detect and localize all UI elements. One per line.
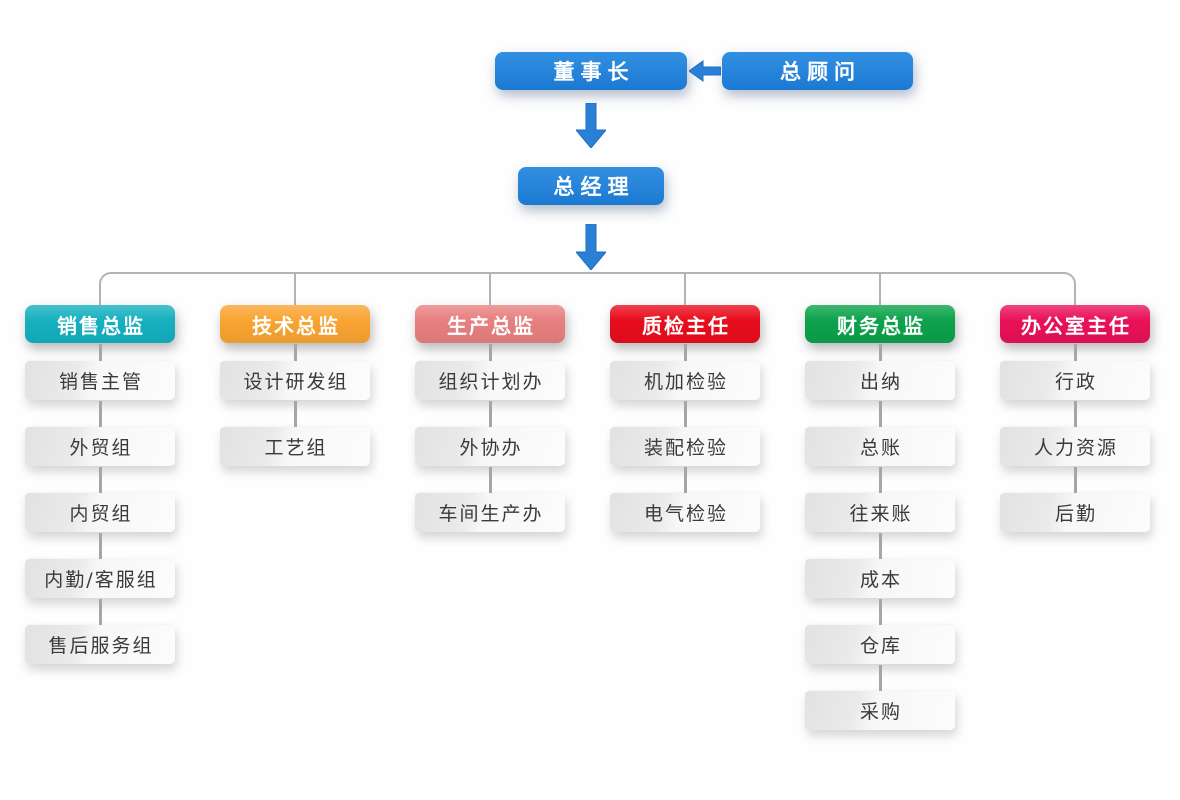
dept-child: 往来账 xyxy=(805,467,955,532)
dept-child: 电气检验 xyxy=(610,467,760,532)
dept-column: 财务总监 出纳总账往来账成本仓库采购 xyxy=(805,305,955,730)
dept-column: 生产总监 组织计划办外协办车间生产办 xyxy=(415,305,565,532)
dept-column: 办公室主任 行政人力资源后勤 xyxy=(1000,305,1150,532)
dept-child: 后勤 xyxy=(1000,467,1150,532)
dept-child: 工艺组 xyxy=(220,401,370,466)
dept-child: 装配检验 xyxy=(610,401,760,466)
dept-child: 总账 xyxy=(805,401,955,466)
dept-child: 内贸组 xyxy=(25,467,175,532)
dept-header: 生产总监 xyxy=(415,305,565,343)
dept-child: 出纳 xyxy=(805,344,955,400)
dept-header: 办公室主任 xyxy=(1000,305,1150,343)
dept-column: 质检主任 机加检验装配检验电气检验 xyxy=(610,305,760,532)
connector-bus xyxy=(99,272,1076,305)
connector-drop xyxy=(489,273,491,305)
dept-child: 售后服务组 xyxy=(25,599,175,664)
connector-drop xyxy=(879,273,881,305)
dept-column: 技术总监 设计研发组工艺组 xyxy=(220,305,370,466)
arrow-left-icon xyxy=(689,59,721,83)
dept-child: 人力资源 xyxy=(1000,401,1150,466)
dept-column: 销售总监 销售主管外贸组内贸组内勤/客服组售后服务组 xyxy=(25,305,175,664)
dept-child: 采购 xyxy=(805,665,955,730)
dept-child: 外协办 xyxy=(415,401,565,466)
general-manager-node: 总经理 xyxy=(518,167,664,205)
dept-child: 设计研发组 xyxy=(220,344,370,400)
advisor-node: 总顾问 xyxy=(722,52,913,90)
dept-child: 成本 xyxy=(805,533,955,598)
dept-child: 机加检验 xyxy=(610,344,760,400)
dept-child: 车间生产办 xyxy=(415,467,565,532)
dept-child: 行政 xyxy=(1000,344,1150,400)
dept-child: 销售主管 xyxy=(25,344,175,400)
dept-child: 外贸组 xyxy=(25,401,175,466)
dept-header: 财务总监 xyxy=(805,305,955,343)
arrow-down-icon xyxy=(576,103,606,148)
dept-header: 技术总监 xyxy=(220,305,370,343)
dept-child: 仓库 xyxy=(805,599,955,664)
chairman-node: 董事长 xyxy=(495,52,687,90)
dept-header: 销售总监 xyxy=(25,305,175,343)
dept-child: 内勤/客服组 xyxy=(25,533,175,598)
dept-header: 质检主任 xyxy=(610,305,760,343)
connector-drop xyxy=(294,273,296,305)
connector-drop xyxy=(684,273,686,305)
arrow-down-icon xyxy=(576,224,606,270)
dept-child: 组织计划办 xyxy=(415,344,565,400)
